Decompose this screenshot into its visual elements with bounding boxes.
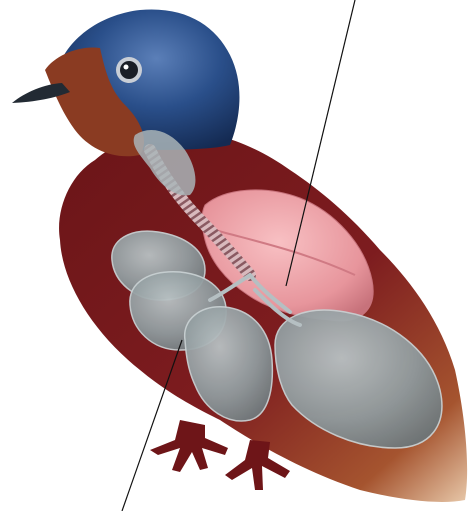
bird-eye	[120, 61, 138, 79]
bird-eye-highlight	[124, 65, 129, 70]
